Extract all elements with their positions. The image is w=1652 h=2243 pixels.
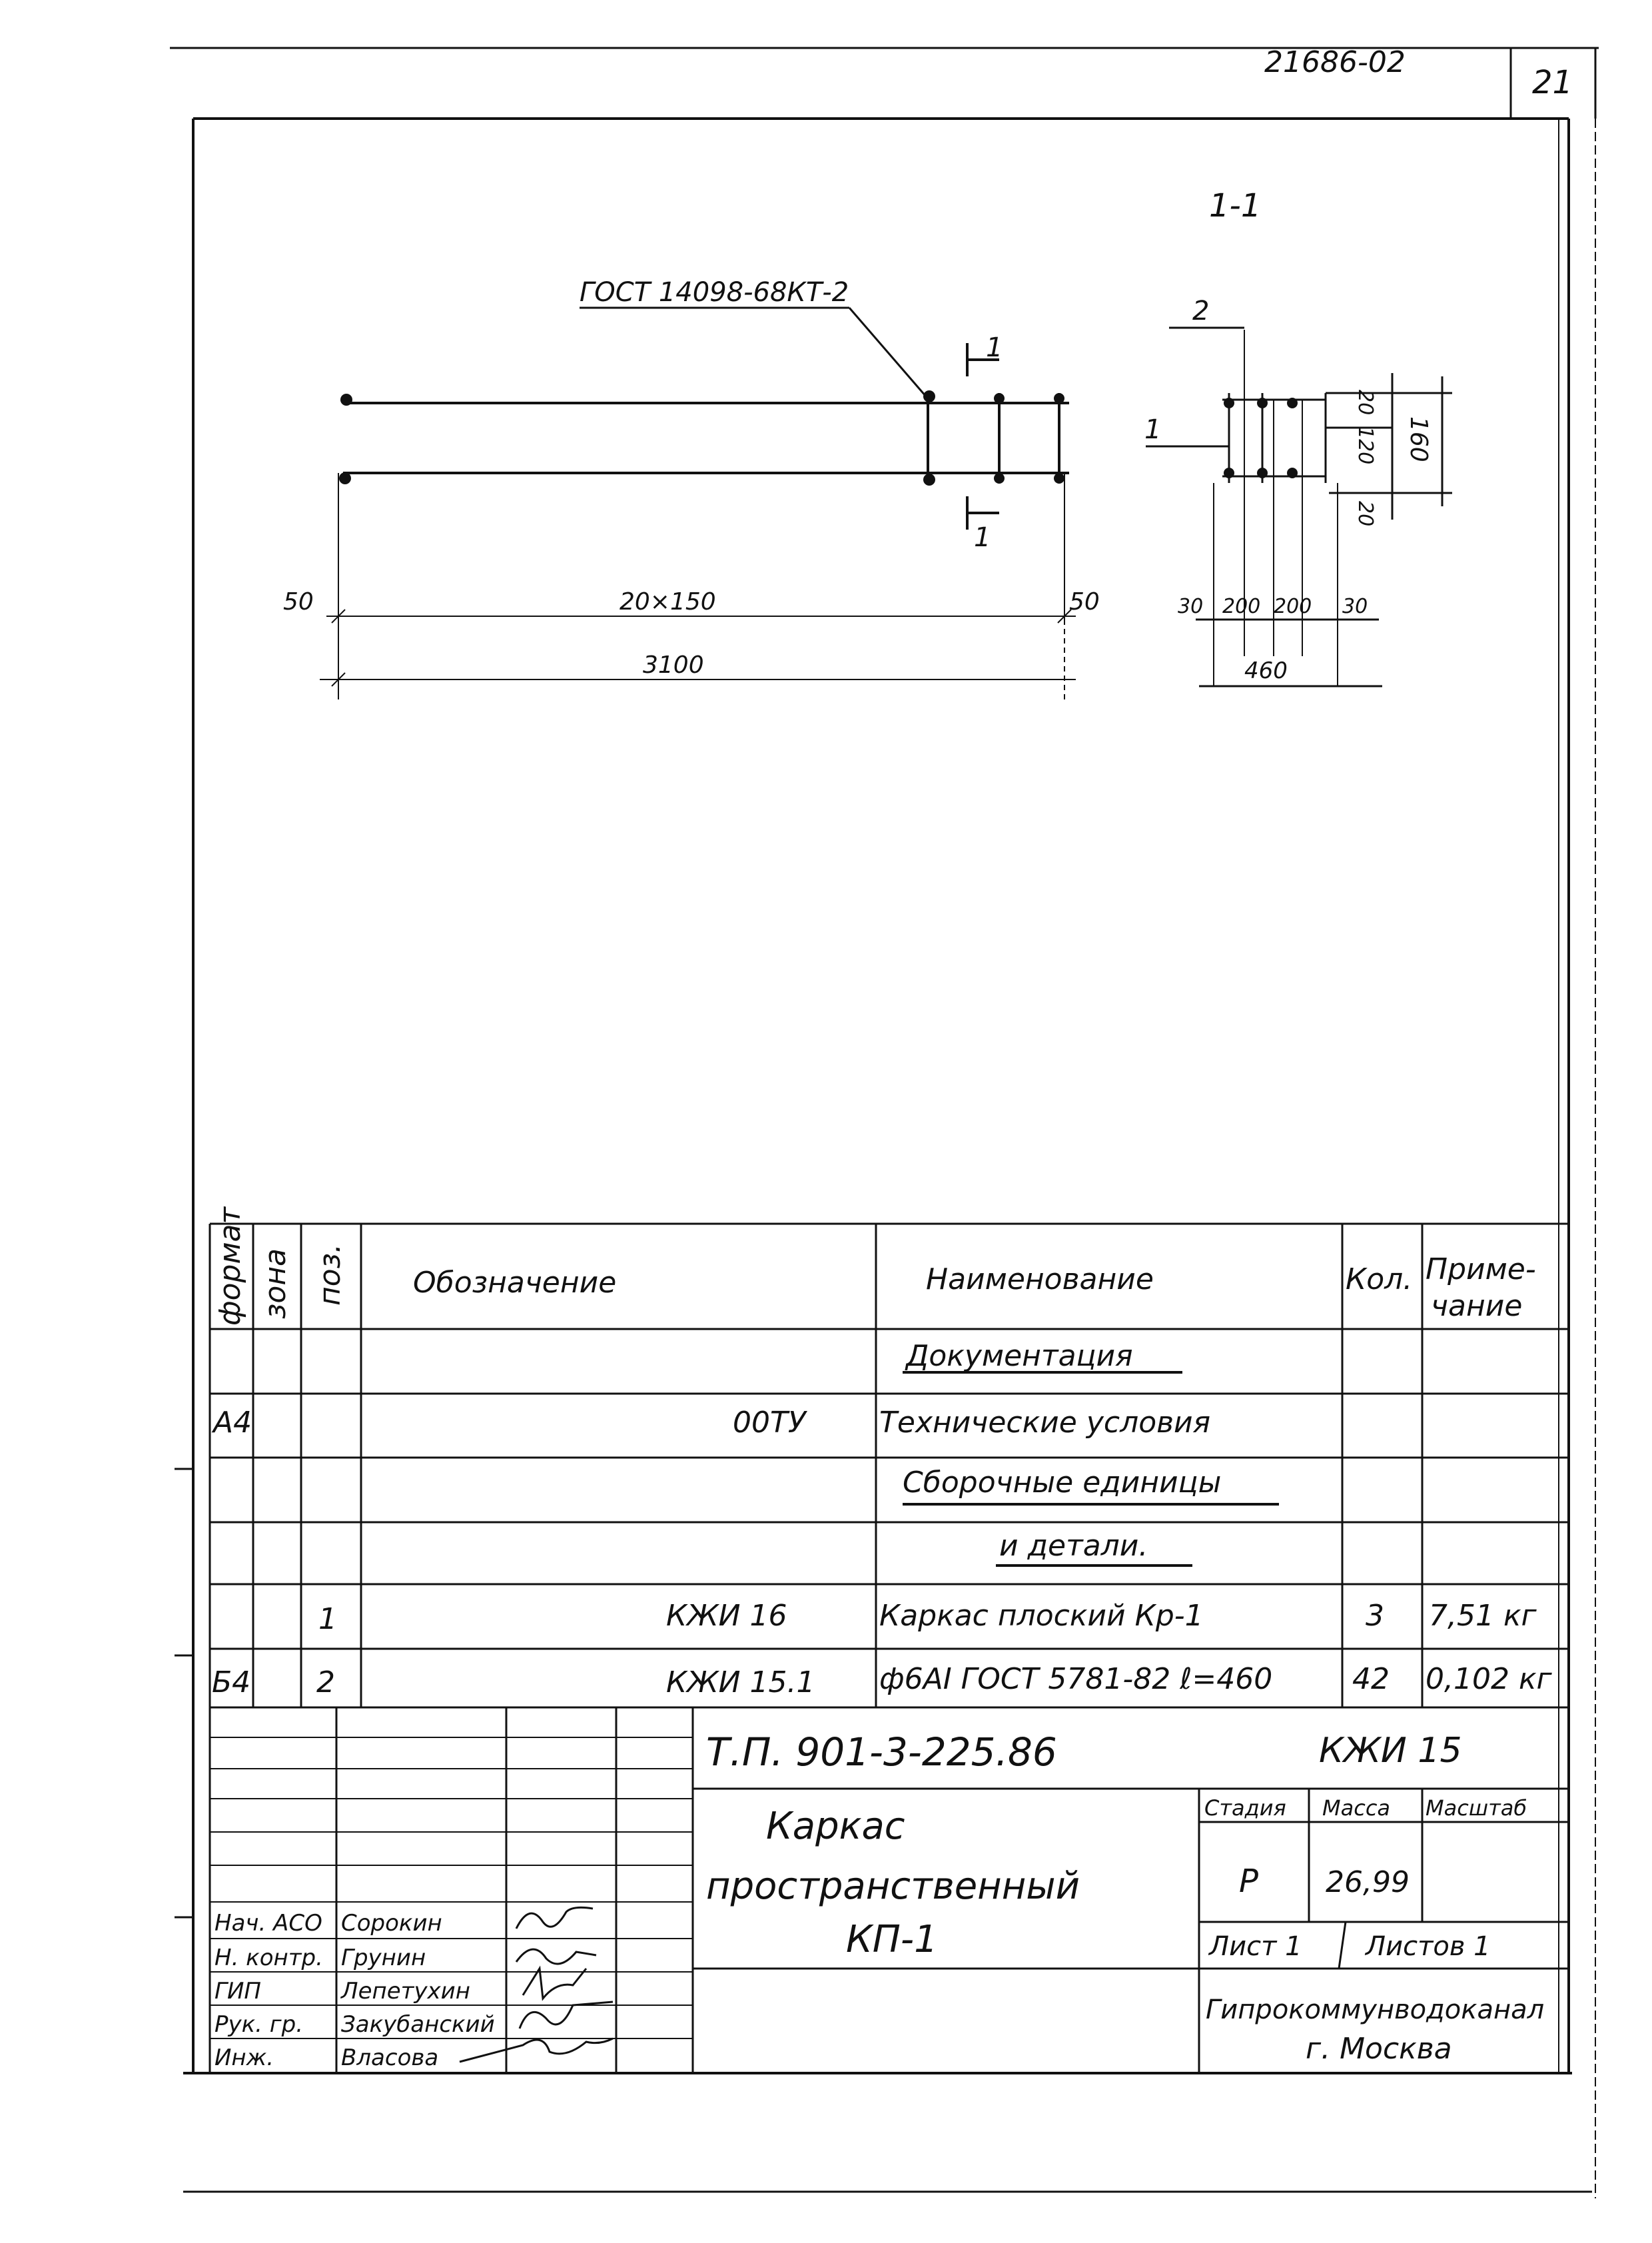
- title-line-3: КП-1: [846, 1918, 938, 1961]
- row3-format: Б4: [212, 1665, 250, 1699]
- staff-role-5: Инж.: [214, 2044, 274, 2071]
- row3-pos: 2: [316, 1665, 335, 1699]
- staff-name-1: Сорокин: [341, 1910, 442, 1937]
- row3-name: ф6АI ГОСТ 5781-82 ℓ=460: [879, 1662, 1272, 1696]
- header-note-1: Приме-: [1426, 1252, 1536, 1286]
- dim-total-length: 3100: [643, 652, 704, 679]
- section-documentation: Документация: [905, 1339, 1133, 1373]
- document-code: КЖИ 15: [1319, 1731, 1462, 1771]
- mass-value: 26,99: [1326, 1865, 1410, 1899]
- header-note-2: чание: [1431, 1289, 1522, 1323]
- title-block-grid: [208, 1707, 1569, 2073]
- row2-note: 7,51 кг: [1429, 1599, 1537, 1633]
- section-assemblies-1: Сборочные единицы: [903, 1466, 1221, 1500]
- row2-pos: 1: [318, 1602, 337, 1636]
- staff-name-3: Лепетухин: [340, 1978, 470, 2005]
- project-number: Т.П. 901-3-225.86: [706, 1729, 1057, 1775]
- scale-label: Масштаб: [1426, 1795, 1527, 1821]
- row1-designation: 00ТУ: [733, 1406, 808, 1440]
- dim-mid-120: 120: [1354, 426, 1377, 464]
- signatures: [459, 1906, 614, 2063]
- staff-name-4: Закубанский: [341, 2011, 495, 2038]
- dim-w-30-right: 30: [1342, 595, 1368, 618]
- staff-role-2: Н. контр.: [214, 1945, 323, 1971]
- row3-note: 0,102 кг: [1426, 1662, 1553, 1696]
- section-mark-top: 1: [986, 332, 1003, 363]
- row3-designation: КЖИ 15.1: [666, 1665, 815, 1699]
- section-mark-bottom: 1: [974, 522, 991, 553]
- stage-value: Р: [1239, 1863, 1258, 1900]
- weld-callout: ГОСТ 14098-68КТ-2: [580, 277, 849, 308]
- org-line-2: г. Москва: [1306, 2032, 1452, 2066]
- staff-role-1: Нач. АСО: [214, 1910, 322, 1937]
- section-cut-marks: [966, 343, 999, 530]
- weld-leader: [580, 306, 927, 397]
- header-zone: зона: [258, 1248, 292, 1319]
- header-format: формат: [213, 1206, 247, 1326]
- pos2-marker: 2: [1192, 296, 1209, 326]
- row1-name: Технические условия: [879, 1406, 1210, 1440]
- header-name: Наименование: [926, 1262, 1154, 1296]
- title-line-2: пространственный: [706, 1865, 1080, 1908]
- section-assemblies-2: и детали.: [999, 1529, 1148, 1563]
- cage-section: [1146, 326, 1452, 687]
- staff-name-2: Грунин: [341, 1945, 426, 1971]
- row2-qty: 3: [1366, 1599, 1384, 1633]
- row2-designation: КЖИ 16: [666, 1599, 787, 1633]
- staff-role-4: Рук. гр.: [214, 2011, 303, 2038]
- header-qty: Кол.: [1346, 1262, 1412, 1296]
- row2-name: Каркас плоский Кр-1: [879, 1599, 1204, 1633]
- dim-left-50: 50: [283, 588, 314, 616]
- sheet-frame: [170, 47, 1599, 2198]
- dim-w-200-b: 200: [1274, 595, 1312, 618]
- staff-role-3: ГИП: [214, 1978, 261, 2005]
- staff-name-5: Власова: [341, 2044, 438, 2071]
- stage-label: Стадия: [1204, 1795, 1286, 1821]
- org-line-1: Гипрокоммунводоканал: [1206, 1995, 1544, 2025]
- doc-number: 21686-02: [1264, 45, 1406, 79]
- dim-spacing: 20×150: [620, 588, 716, 616]
- header-designation: Обозначение: [413, 1266, 616, 1300]
- sheets-label: Листов 1: [1364, 1931, 1491, 1962]
- sheet-label: Лист 1: [1208, 1931, 1302, 1962]
- title-line-1: Каркас: [766, 1805, 905, 1848]
- dim-right-50: 50: [1069, 588, 1100, 616]
- section-label: 1-1: [1209, 187, 1261, 224]
- spec-table-grid: [208, 1222, 1569, 1709]
- row1-format: А4: [211, 1406, 252, 1440]
- sheet-number: 21: [1532, 64, 1573, 101]
- row3-qty: 42: [1352, 1662, 1390, 1696]
- dim-width-460: 460: [1244, 658, 1288, 684]
- header-pos: поз.: [313, 1244, 347, 1306]
- dim-w-200-a: 200: [1222, 595, 1260, 618]
- pos1-marker: 1: [1144, 414, 1161, 445]
- elevation-dimensions: [320, 609, 1076, 699]
- dim-height-160: 160: [1405, 416, 1432, 462]
- dim-bottom-20: 20: [1354, 501, 1377, 526]
- mass-label: Масса: [1322, 1795, 1390, 1821]
- cage-elevation: [338, 390, 1069, 620]
- dim-w-30-left: 30: [1178, 595, 1203, 618]
- dim-top-20: 20: [1354, 390, 1377, 415]
